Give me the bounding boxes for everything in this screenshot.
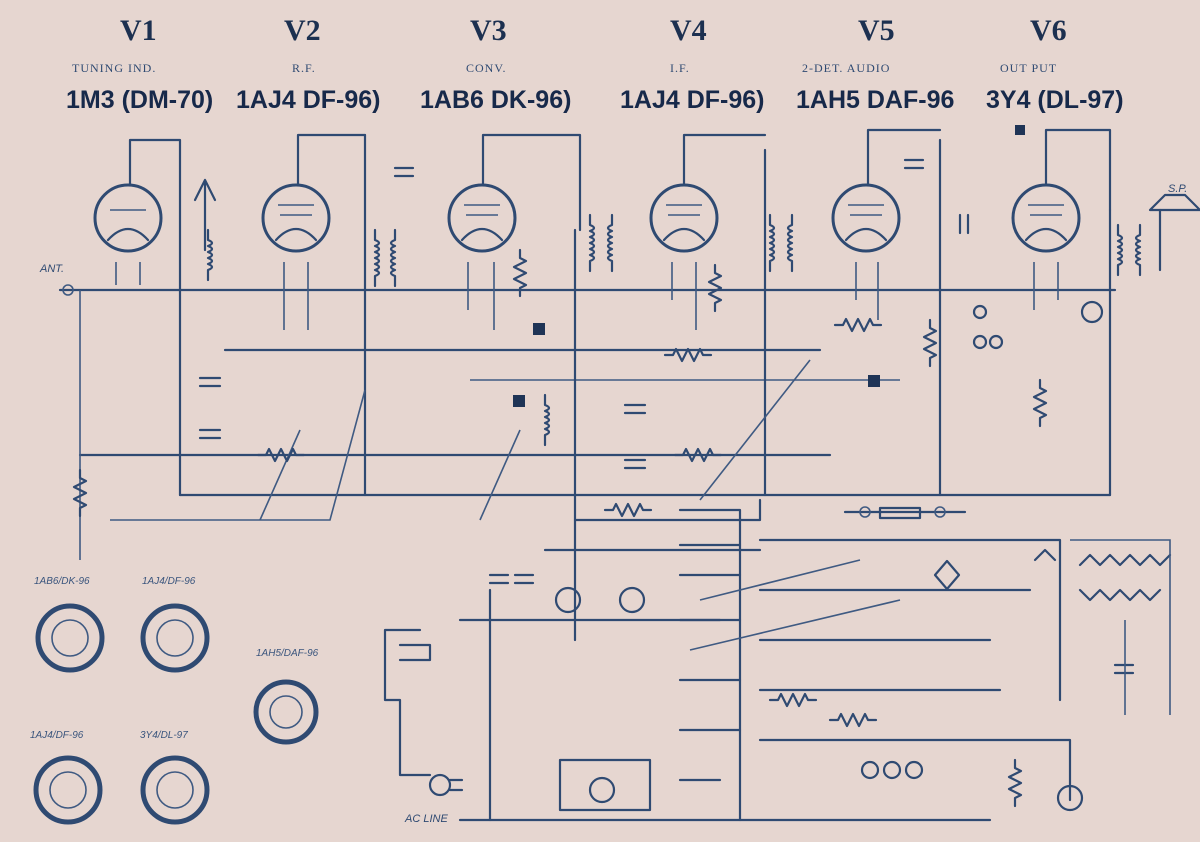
bus-wiring bbox=[58, 133, 1117, 560]
stage-v1-function: TUNING IND. bbox=[72, 61, 156, 75]
socket-diagram-3: 1AH5/DAF-96 bbox=[253, 648, 319, 745]
stage-v2-function: R.F. bbox=[292, 61, 316, 75]
power-section bbox=[458, 300, 1172, 822]
tube-v6 bbox=[1011, 183, 1081, 310]
socket-3-label: 1AH5/DAF-96 bbox=[256, 648, 319, 659]
ant-label: ANT. bbox=[39, 263, 64, 275]
socket-1-label: 1AB6/DK-96 bbox=[34, 576, 90, 587]
stage-v4-header: V4 I.F. 1AJ4 DF-96) bbox=[620, 14, 765, 114]
socket-diagram-1: 1AB6/DK-96 bbox=[34, 576, 105, 673]
socket-2-label: 1AJ4/DF-96 bbox=[142, 576, 196, 587]
stage-v4-id: V4 bbox=[670, 14, 707, 47]
tube-v4 bbox=[649, 183, 719, 330]
tube-v5 bbox=[831, 183, 901, 320]
sp-label: S.P. bbox=[1168, 183, 1187, 195]
stage-v4-tube: 1AJ4 DF-96) bbox=[620, 86, 765, 114]
antenna-symbol: ANT. bbox=[39, 178, 217, 296]
stage-v1-tube: 1M3 (DM-70) bbox=[66, 86, 213, 114]
socket-diagram-5: 3Y4/DL-97 bbox=[140, 730, 210, 825]
stage-v2-tube: 1AJ4 DF-96) bbox=[236, 86, 381, 114]
socket-5-label: 3Y4/DL-97 bbox=[140, 730, 188, 741]
stage-v3-tube: 1AB6 DK-96) bbox=[420, 86, 571, 114]
socket-diagram-2: 1AJ4/DF-96 bbox=[140, 576, 210, 673]
ac-line-plug: AC LINE bbox=[383, 628, 464, 825]
socket-diagram-4: 1AJ4/DF-96 bbox=[30, 730, 103, 825]
stage-v1-header: V1 TUNING IND. 1M3 (DM-70) bbox=[66, 14, 213, 114]
tube-v2 bbox=[261, 183, 331, 330]
stage-v5-header: V5 2-DET. AUDIO 1AH5 DAF-96 bbox=[796, 14, 954, 114]
stage-v3-header: V3 CONV. 1AB6 DK-96) bbox=[420, 14, 571, 114]
plate-feeds bbox=[128, 128, 1112, 292]
stage-v5-id: V5 bbox=[858, 14, 895, 47]
stage-v5-function: 2-DET. AUDIO bbox=[802, 61, 890, 75]
socket-4-label: 1AJ4/DF-96 bbox=[30, 730, 84, 741]
capacitors bbox=[198, 125, 1135, 675]
stage-v3-function: CONV. bbox=[466, 61, 506, 75]
speaker-symbol: S.P. bbox=[1148, 183, 1200, 272]
resistors bbox=[72, 248, 1048, 808]
ac-line-label: AC LINE bbox=[404, 813, 448, 825]
stage-v1-id: V1 bbox=[120, 14, 157, 47]
tube-v1 bbox=[93, 183, 163, 285]
stage-v6-id: V6 bbox=[1030, 14, 1067, 47]
stage-v4-function: I.F. bbox=[670, 61, 690, 75]
stage-v2-id: V2 bbox=[284, 14, 321, 47]
stage-v6-header: V6 OUT PUT 3Y4 (DL-97) bbox=[986, 14, 1124, 114]
stage-v6-tube: 3Y4 (DL-97) bbox=[986, 86, 1124, 114]
tube-v3 bbox=[447, 183, 517, 330]
stage-v2-header: V2 R.F. 1AJ4 DF-96) bbox=[236, 14, 381, 114]
coils bbox=[206, 213, 1142, 447]
stage-v6-function: OUT PUT bbox=[1000, 61, 1057, 75]
stage-v5-tube: 1AH5 DAF-96 bbox=[796, 86, 954, 114]
stage-v3-id: V3 bbox=[470, 14, 507, 47]
